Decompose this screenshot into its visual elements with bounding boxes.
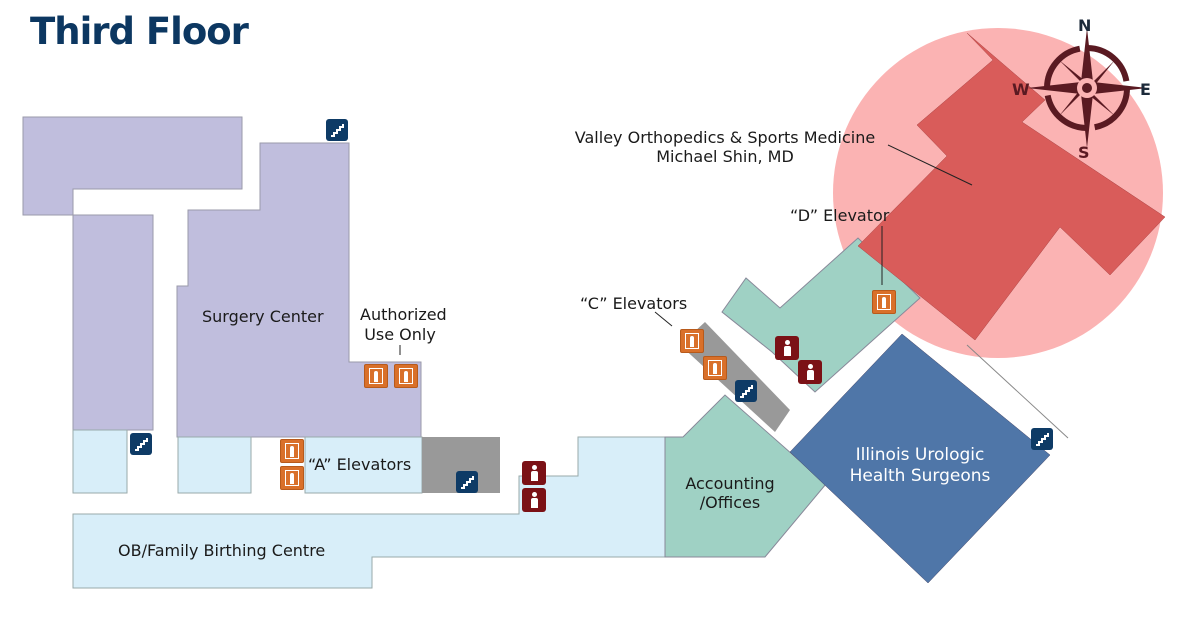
- valley-label-1: Valley Orthopedics & Sports Medicine: [574, 128, 876, 147]
- stairs-icon[interactable]: [1031, 428, 1053, 450]
- stairs-icon[interactable]: [130, 433, 152, 455]
- page-title: Third Floor: [30, 10, 249, 53]
- elevator-icon[interactable]: [703, 356, 727, 380]
- compass-east: E: [1140, 80, 1151, 99]
- accounting-label-1: Accounting: [685, 474, 775, 493]
- authorized-label-2: Use Only: [364, 325, 436, 344]
- surgery-center-label: Surgery Center: [202, 307, 324, 326]
- restroom-men-icon[interactable]: [522, 461, 546, 485]
- urologic-label-2: Health Surgeons: [849, 466, 991, 486]
- elevator-icon[interactable]: [280, 466, 304, 490]
- stairs-icon[interactable]: [326, 119, 348, 141]
- compass-west: W: [1012, 80, 1030, 99]
- outline-line: [966, 344, 1069, 439]
- stairs-icon[interactable]: [456, 471, 478, 493]
- c-elevator-leader-line: [654, 311, 673, 327]
- elevator-icon[interactable]: [280, 439, 304, 463]
- ob-birthing-area[interactable]: [72, 429, 666, 589]
- restroom-women-icon[interactable]: [522, 488, 546, 512]
- stairs-icon[interactable]: [735, 380, 757, 402]
- elevator-icon[interactable]: [364, 364, 388, 388]
- valley-label-2: Michael Shin, MD: [656, 147, 794, 166]
- d-elevator-label: “D” Elevator: [790, 206, 890, 225]
- compass-north: N: [1078, 16, 1092, 35]
- elevator-icon[interactable]: [680, 329, 704, 353]
- urologic-area[interactable]: [789, 333, 1051, 584]
- compass-icon: [1027, 28, 1147, 148]
- a-elevators-label: “A” Elevators: [308, 455, 412, 474]
- compass-south: S: [1078, 143, 1090, 162]
- authorized-label-1: Authorized: [360, 305, 447, 324]
- surgery-center-area[interactable]: [22, 116, 422, 438]
- valley-leader-line: [887, 144, 973, 186]
- restroom-men-icon[interactable]: [775, 336, 799, 360]
- valley-orthopedics-area[interactable]: [857, 32, 1166, 341]
- restroom-women-icon[interactable]: [798, 360, 822, 384]
- elevator-icon[interactable]: [394, 364, 418, 388]
- urologic-label-1: Illinois Urologic: [855, 445, 985, 465]
- accounting-label-2: /Offices: [699, 493, 761, 512]
- c-elevator-core: [680, 322, 790, 432]
- ob-birthing-label: OB/Family Birthing Centre: [118, 541, 326, 560]
- elevator-icon[interactable]: [872, 290, 896, 314]
- c-elevators-label: “C” Elevators: [580, 294, 688, 313]
